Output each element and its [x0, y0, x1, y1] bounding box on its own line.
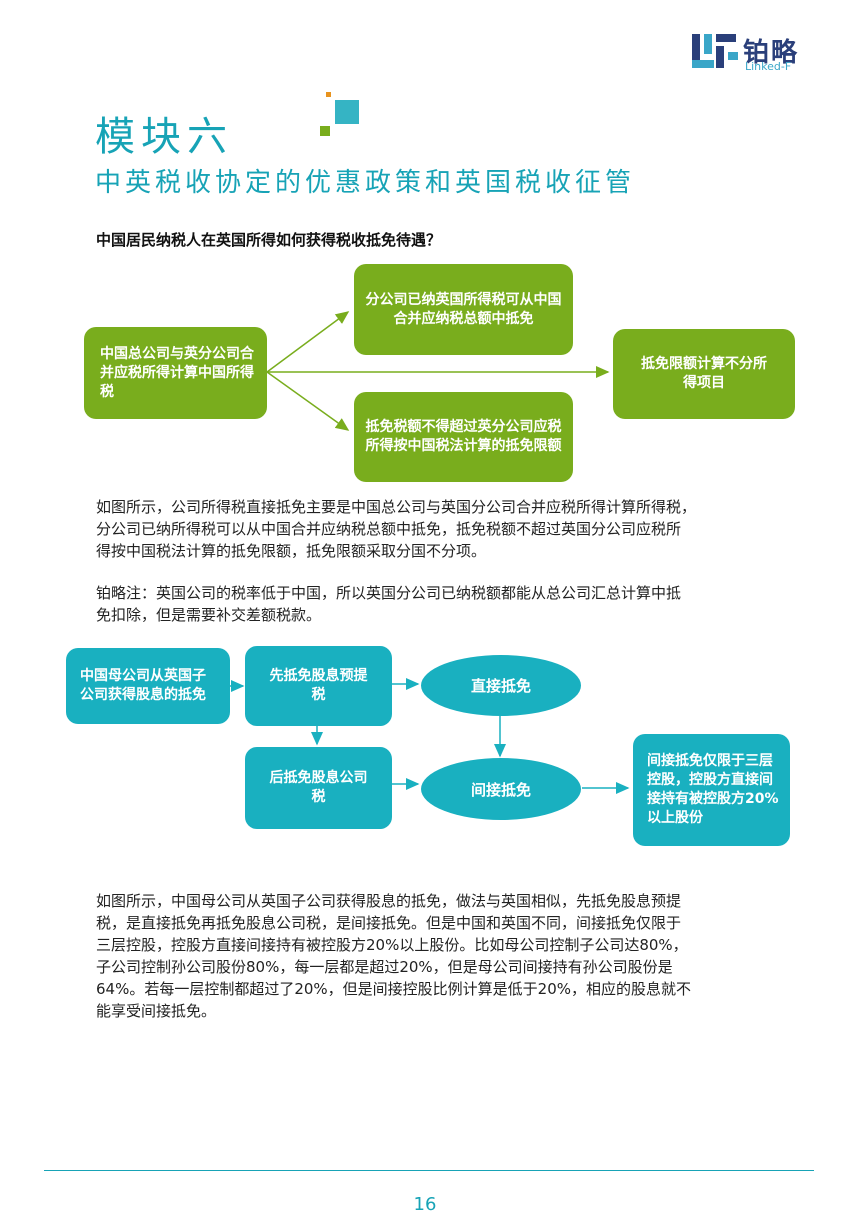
ellipse-direct-credit: 直接抵免 [421, 655, 581, 716]
logo-mark-icon [692, 34, 738, 68]
ellipse-indirect-credit: 间接抵免 [421, 758, 581, 820]
box-corporate-tax-after: 后抵免股息公司税 [245, 747, 392, 829]
box-indirect-limit: 间接抵免仅限于三层控股，控股方直接间接持有被控股方20%以上股份 [633, 734, 790, 846]
box-credit-limit: 抵免税额不得超过英分公司应税所得按中国税法计算的抵免限额 [354, 392, 573, 482]
decorative-squares [320, 92, 359, 136]
section-subtitle: 中英税收协定的优惠政策和英国税收征管 [95, 168, 636, 198]
page-number: 16 [413, 1194, 437, 1215]
module-title: 模块六 [95, 114, 233, 160]
box-dividend-credit: 中国母公司从英国子公司获得股息的抵免 [66, 648, 230, 724]
section-question: 中国居民纳税人在英国所得如何获得税收抵免待遇？ [96, 231, 442, 249]
paragraph-dividend-credit: 如图所示，中国母公司从英国子公司获得股息的抵免，做法与英国相似，先抵免股息预提 … [96, 892, 692, 1020]
paragraph-direct-credit: 如图所示，公司所得税直接抵免主要是中国总公司与英国分公司合并应税所得计算所得税，… [96, 498, 697, 560]
brand-logo: 铂略 Linked-F [690, 30, 820, 76]
logo-subtitle: Linked-F [745, 60, 792, 73]
box-head-office-tax: 中国总公司与英分公司合并应税所得计算中国所得税 [84, 327, 267, 419]
logo-name: 铂略 [743, 38, 800, 68]
footer-divider [44, 1170, 814, 1171]
note-paragraph: 铂略注：英国公司的税率低于中国，所以英国分公司已纳税额都能从总公司汇总计算中抵 … [96, 584, 682, 624]
box-withholding-first: 先抵免股息预提税 [245, 646, 392, 726]
box-limit-calculation: 抵免限额计算不分所得项目 [613, 329, 795, 419]
box-branch-tax-credit: 分公司已纳英国所得税可从中国合并应纳税总额中抵免 [354, 264, 573, 355]
